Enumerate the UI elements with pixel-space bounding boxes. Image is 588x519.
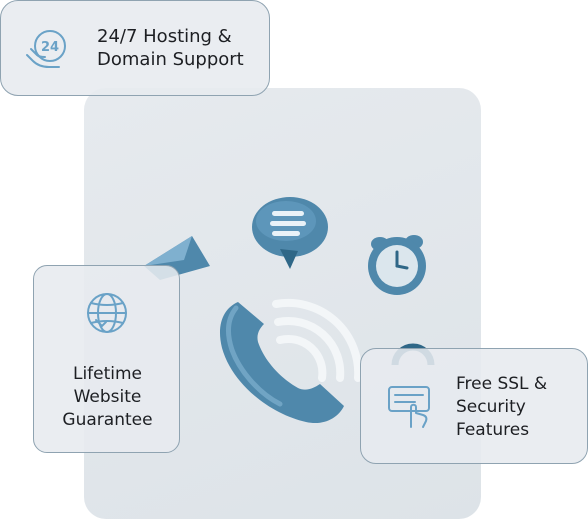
feature-label-lifetime: Lifetime Website Guarantee <box>62 364 153 430</box>
feature-card-support: 24 24/7 Hosting & Domain Support <box>0 0 270 96</box>
svg-text:24: 24 <box>41 40 59 55</box>
alarm-clock-icon <box>364 228 436 300</box>
feature-label-support: 24/7 Hosting & Domain Support <box>97 26 244 70</box>
feature-label-ssl: Free SSL & Security Features <box>456 374 548 440</box>
globe-icon <box>84 290 130 336</box>
phone-icon <box>216 298 366 428</box>
feature-card-ssl: Free SSL & Security Features <box>360 348 588 464</box>
security-click-icon <box>387 383 433 429</box>
chat-bubble-icon <box>250 191 330 271</box>
support-24-icon: 24 <box>25 27 71 71</box>
feature-card-lifetime: Lifetime Website Guarantee <box>33 265 180 453</box>
